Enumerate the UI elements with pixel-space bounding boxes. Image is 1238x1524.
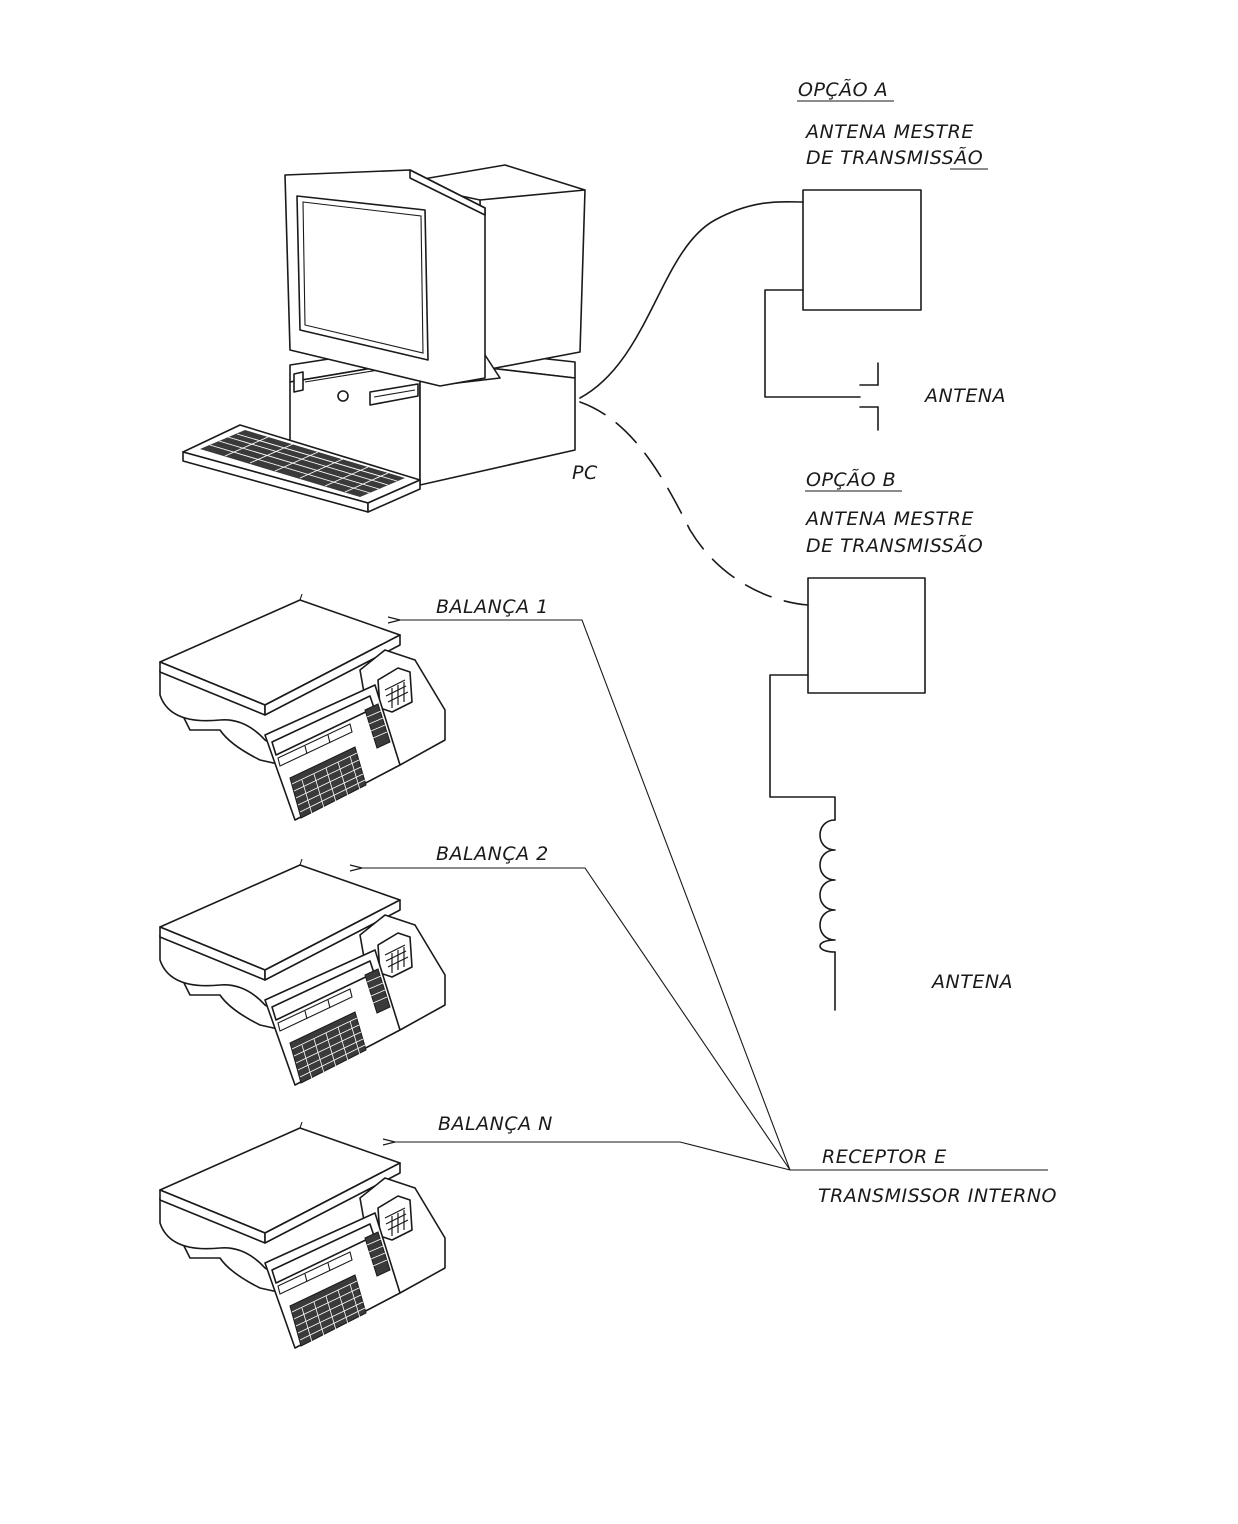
receiver-label-line1: RECEPTOR E <box>822 1146 947 1168</box>
option-a-master-line1: ANTENA MESTRE <box>804 121 974 143</box>
option-b-master-line2: DE TRANSMISSÃO <box>806 534 983 557</box>
receiver-label-line2: TRANSMISSOR INTERNO <box>818 1185 1057 1207</box>
scale-n-label: BALANÇA N <box>438 1113 553 1135</box>
master-antenna-box-b <box>807 577 926 694</box>
antenna-b-coil <box>819 819 836 953</box>
antenna-a-label: ANTENA <box>923 385 1006 407</box>
option-b-master-line1: ANTENA MESTRE <box>804 508 974 530</box>
radio-links <box>349 616 1048 1171</box>
scale-2 <box>159 858 446 1086</box>
master-antenna-box-a <box>802 189 922 311</box>
scale-1 <box>159 593 446 821</box>
scale-2-label: BALANÇA 2 <box>436 843 549 865</box>
option-a-master-line2: DE TRANSMISSÃO <box>806 146 983 169</box>
pc-computer <box>182 164 586 513</box>
option-a-title: OPÇÃO A <box>798 78 888 101</box>
cable-option-b <box>579 401 809 606</box>
scale-1-label: BALANÇA 1 <box>436 596 549 618</box>
pc-label: PC <box>572 462 598 484</box>
antenna-b-label: ANTENA <box>930 971 1013 993</box>
option-b-group: OPÇÃO B ANTENA MESTRE DE TRANSMISSÃO ANT… <box>579 401 1013 1011</box>
cable-option-a <box>579 200 804 399</box>
option-a-group: OPÇÃO A ANTENA MESTRE DE TRANSMISSÃO ANT… <box>579 78 1006 431</box>
option-b-title: OPÇÃO B <box>806 468 896 491</box>
scale-n <box>159 1121 446 1349</box>
